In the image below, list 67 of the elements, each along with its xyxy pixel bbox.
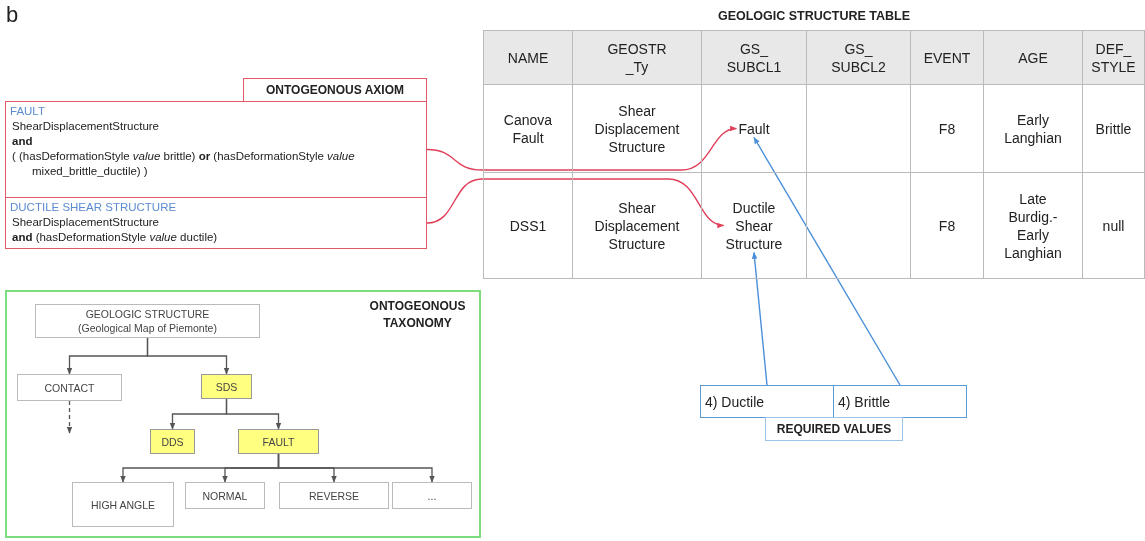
taxonomy-panel bbox=[5, 290, 481, 538]
class-label: (Geological Map of Piemonte) bbox=[78, 321, 217, 335]
axiom-text: ( (hasDeformationStyle value brittle) or (hasDeformationStyle value mixed_brittle_ductile) ) bbox=[11, 149, 356, 179]
class-box bbox=[150, 429, 195, 454]
axiom-box bbox=[5, 101, 427, 198]
axiom-text: ShearDisplacementStructure bbox=[11, 215, 160, 230]
class-box bbox=[185, 482, 265, 509]
connector-arrow bbox=[225, 398, 282, 430]
cell-text: Ductile Shear Structure bbox=[725, 198, 783, 253]
title-tab bbox=[243, 78, 427, 102]
table-title: GEOLOGIC STRUCTURE TABLE bbox=[716, 8, 912, 25]
axiom-heading: FAULT bbox=[10, 104, 46, 119]
class-label: ... bbox=[427, 488, 437, 503]
axiom-text: and bbox=[11, 134, 34, 149]
class-box bbox=[35, 304, 260, 338]
connector-arrow bbox=[751, 251, 768, 386]
class-label: FAULT bbox=[262, 435, 295, 448]
table-cell: Late Burdig.- Early Langhian bbox=[983, 172, 1083, 279]
connector-arrow bbox=[277, 453, 435, 483]
value-label: 4) Ductile bbox=[705, 393, 765, 410]
class-box bbox=[279, 482, 389, 509]
value-box bbox=[833, 385, 967, 418]
table-cell: Brittle bbox=[1082, 84, 1145, 173]
axiom-text: ShearDisplacementStructure bbox=[11, 119, 160, 134]
connector-arrow bbox=[753, 136, 901, 386]
axiom-box bbox=[5, 197, 427, 249]
class-label: DDS bbox=[161, 435, 184, 448]
panel-letter: b bbox=[6, 2, 19, 28]
class-label: GEOLOGIC STRUCTURE bbox=[85, 307, 210, 321]
connector-arrow bbox=[426, 126, 738, 171]
class-box bbox=[201, 374, 252, 399]
class-box bbox=[72, 482, 174, 527]
panel-title: ONTOGEONOUS TAXONOMY bbox=[368, 298, 467, 332]
column-header: GEOSTR _Ty bbox=[572, 30, 702, 85]
panel-title: REQUIRED VALUES bbox=[776, 422, 892, 436]
column-header: DEF_ STYLE bbox=[1082, 30, 1145, 85]
table-cell: Shear Displacement Structure bbox=[572, 172, 702, 279]
class-label: REVERSE bbox=[308, 488, 360, 503]
table-cell: F8 bbox=[910, 84, 984, 173]
table-cell: Shear Displacement Structure bbox=[572, 84, 702, 173]
table-cell: DSS1 bbox=[483, 172, 573, 279]
value-box bbox=[700, 385, 834, 418]
column-header: EVENT bbox=[910, 30, 984, 85]
class-label: SDS bbox=[215, 380, 238, 393]
column-header: GS_ SUBCL2 bbox=[806, 30, 911, 85]
connector-arrow bbox=[426, 178, 725, 228]
axiom-text: and (hasDeformationStyle value ductile) bbox=[11, 230, 219, 245]
connector-arrow bbox=[146, 337, 230, 375]
axiom-heading: DUCTILE SHEAR STRUCTURE bbox=[10, 200, 178, 215]
column-header: GS_ SUBCL1 bbox=[701, 30, 807, 85]
table-cell: Canova Fault bbox=[483, 84, 573, 173]
table-cell: null bbox=[1082, 172, 1145, 279]
column-header: AGE bbox=[983, 30, 1083, 85]
class-box bbox=[238, 429, 319, 454]
connector-arrow bbox=[66, 400, 73, 434]
cell-text: Fault bbox=[738, 119, 770, 138]
class-box bbox=[392, 482, 472, 509]
panel-title: ONTOGEONOUS AXIOM bbox=[266, 83, 404, 97]
table-cell: Early Langhian bbox=[983, 84, 1083, 173]
title-tab bbox=[765, 417, 903, 441]
table-cell: F8 bbox=[910, 172, 984, 279]
class-box bbox=[17, 374, 122, 401]
class-label: HIGH ANGLE bbox=[90, 497, 156, 512]
column-header: NAME bbox=[483, 30, 573, 85]
class-label: NORMAL bbox=[202, 488, 248, 503]
class-label: CONTACT bbox=[44, 380, 95, 395]
value-label: 4) Brittle bbox=[838, 393, 891, 410]
